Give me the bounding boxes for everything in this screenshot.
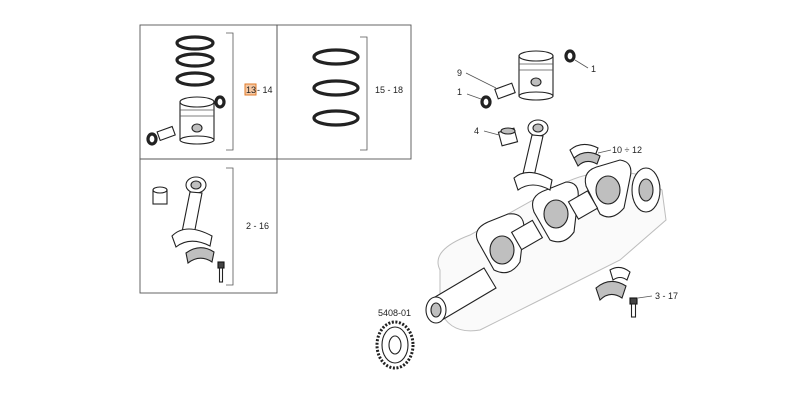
circlip-right [214, 95, 226, 109]
piston-pin-main [494, 82, 516, 100]
piston-rings-small [175, 35, 215, 87]
piston-pin-small [146, 125, 176, 146]
callout-3-17-label: 3 - 17 [655, 291, 678, 301]
detail-box-rings: 15 - 18 [276, 24, 412, 160]
main-bearing-cap [595, 266, 631, 302]
conrod-bolt-small [217, 261, 225, 283]
crankshaft-drawing [425, 159, 667, 332]
callout-13-label: 13 [246, 85, 256, 95]
callout-1a-label: 1 [591, 64, 596, 74]
cap-bolt [629, 297, 638, 318]
timing-gear [375, 320, 415, 370]
callout-highlight-13[interactable] [244, 83, 257, 96]
detail-box-piston-kit: 13 - 14 [139, 24, 278, 160]
small-end-bushing [497, 127, 519, 147]
piston-drawing [179, 96, 215, 145]
callout-1b-label: 1 [457, 87, 462, 97]
drawing-id-label: 5408-01 [378, 308, 411, 318]
circlip-main-right [564, 49, 576, 63]
callout-10-12-label: 10 ÷ 12 [612, 145, 642, 155]
bearing-shells [569, 143, 601, 167]
conrod-main [513, 119, 553, 191]
callout-2-16-label: 2 - 16 [246, 221, 269, 231]
detail-box-conrod: 2 - 16 [139, 158, 278, 294]
callout-14-label: - 14 [257, 85, 273, 95]
callout-15-18-label: 15 - 18 [375, 85, 403, 95]
callout-4-label: 4 [474, 126, 479, 136]
piston-main [518, 50, 554, 101]
callout-9-label: 9 [457, 68, 462, 78]
conrod-drawing-small [152, 176, 215, 264]
circlip-main-left [480, 95, 492, 109]
